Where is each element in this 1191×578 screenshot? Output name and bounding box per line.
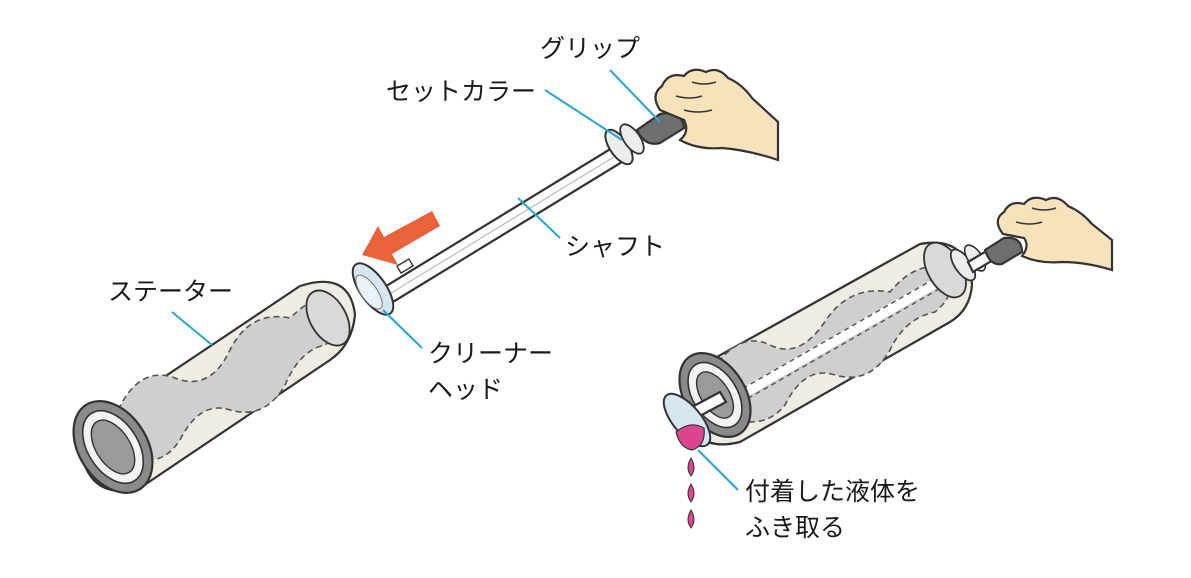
label-wipe-line2: ふき取る: [745, 513, 845, 542]
label-cleaner-head-line2: ヘッド: [428, 375, 503, 404]
arrow-left-down-icon: [362, 211, 440, 265]
leader-cleaner-head: [382, 309, 423, 349]
label-grip: グリップ: [540, 34, 640, 63]
leader-wipe: [697, 449, 739, 491]
label-shaft: シャフト: [565, 232, 665, 261]
hand-icon: [996, 196, 1114, 272]
leader-shaft: [517, 197, 561, 239]
cleaner-head-wiping: [662, 392, 712, 451]
label-stator: ステーター: [108, 277, 233, 306]
hand-icon: [654, 68, 780, 162]
leader-stator: [171, 311, 213, 346]
stator-tube-inserted: [678, 236, 1024, 446]
liquid-drops: [687, 457, 695, 529]
stator-tube: [72, 280, 357, 494]
label-wipe-line1: 付着した液体を: [745, 477, 920, 506]
label-set-collar: セットカラー: [386, 77, 536, 106]
leader-set-collar: [544, 89, 623, 141]
shaft-tool: [351, 112, 686, 316]
leader-grip: [609, 69, 661, 123]
label-cleaner-head-line1: クリーナー: [428, 339, 553, 368]
